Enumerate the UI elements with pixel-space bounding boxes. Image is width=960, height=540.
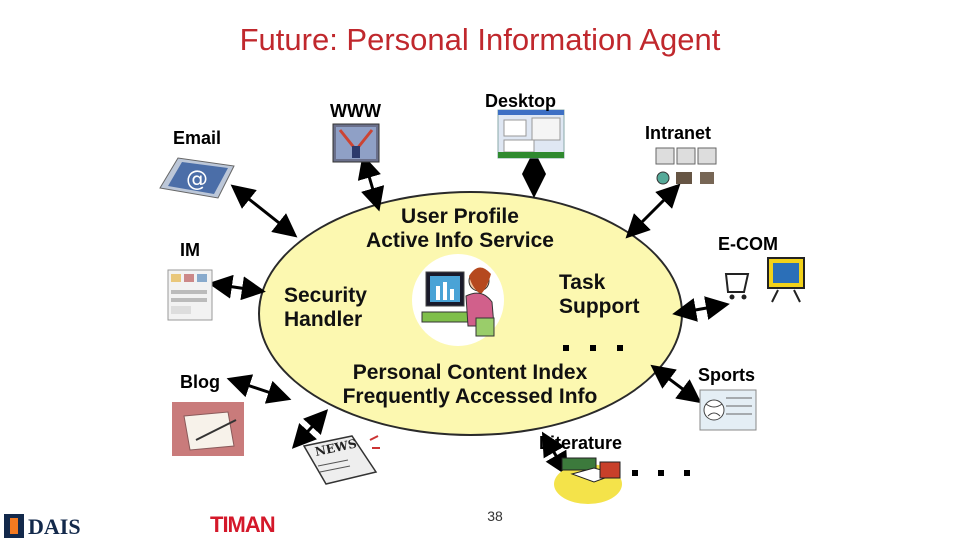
label-blog: Blog bbox=[180, 372, 220, 393]
arrow-email bbox=[240, 192, 288, 230]
arrow-blog bbox=[238, 382, 280, 396]
label-email: Email bbox=[173, 128, 221, 149]
illinois-logo-icon bbox=[4, 514, 24, 538]
dais-logo: DAIS bbox=[28, 514, 81, 540]
label-www: WWW bbox=[330, 101, 381, 122]
timan-logo: TIMAN bbox=[210, 512, 275, 538]
label-intranet: Intranet bbox=[645, 123, 711, 144]
email-at-icon: @ bbox=[160, 158, 234, 198]
label-ecom: E-COM bbox=[718, 234, 778, 255]
label-sports: Sports bbox=[698, 365, 755, 386]
desktop-screenshot-icon bbox=[498, 110, 564, 158]
label-literature: Literature bbox=[539, 433, 622, 454]
arrow-sports bbox=[660, 372, 692, 396]
intranet-network-icon bbox=[656, 148, 716, 184]
arrow-im bbox=[220, 285, 254, 290]
newspaper-icon: NEWS bbox=[304, 436, 380, 484]
user-at-computer-icon bbox=[412, 254, 504, 346]
more-sources-ellipsis bbox=[632, 470, 690, 476]
www-globe-icon bbox=[333, 124, 379, 162]
blog-notebook-icon bbox=[172, 402, 244, 456]
svg-text:@: @ bbox=[186, 167, 208, 192]
label-desktop: Desktop bbox=[485, 91, 556, 112]
arrow-news bbox=[300, 418, 320, 440]
arrow-intranet bbox=[634, 192, 672, 230]
label-im: IM bbox=[180, 240, 200, 261]
literature-books-icon bbox=[554, 458, 622, 504]
im-window-icon bbox=[168, 270, 212, 320]
ecom-cart-icon bbox=[726, 258, 804, 302]
arrow-www bbox=[366, 166, 376, 200]
arrow-ecom bbox=[684, 306, 718, 312]
page-number: 38 bbox=[470, 508, 520, 524]
sports-volleyball-icon bbox=[700, 390, 756, 430]
